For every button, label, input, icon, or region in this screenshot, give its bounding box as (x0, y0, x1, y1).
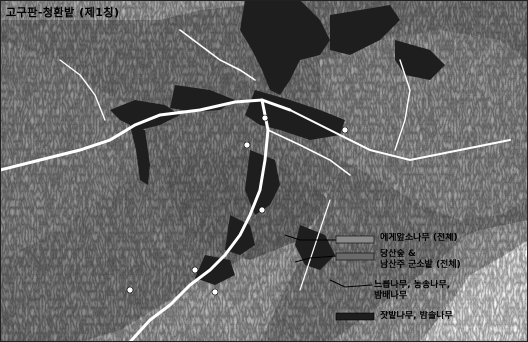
legend-leaders (284, 234, 373, 288)
pine-forest-dark (110, 0, 445, 285)
legend-label-2: 당산숲 & 남산주 군소밭 (전체) (380, 249, 461, 270)
compartment-markers (126, 114, 349, 296)
road-network (0, 29, 511, 342)
legend-label-4: 잣밭나무, 밤솔나무 (380, 311, 453, 321)
legend-label-3: 느릅나무, 동송나무, 밤배나무 (374, 280, 451, 301)
legend-swatch-2 (335, 252, 375, 261)
legend-swatch-4 (335, 312, 375, 321)
map-title: 고구판-청환밭 (제1칭) (6, 6, 120, 19)
legend-label-1: 에게앞소나무 (전체) (380, 233, 458, 243)
legend-swatch-1 (335, 235, 375, 244)
